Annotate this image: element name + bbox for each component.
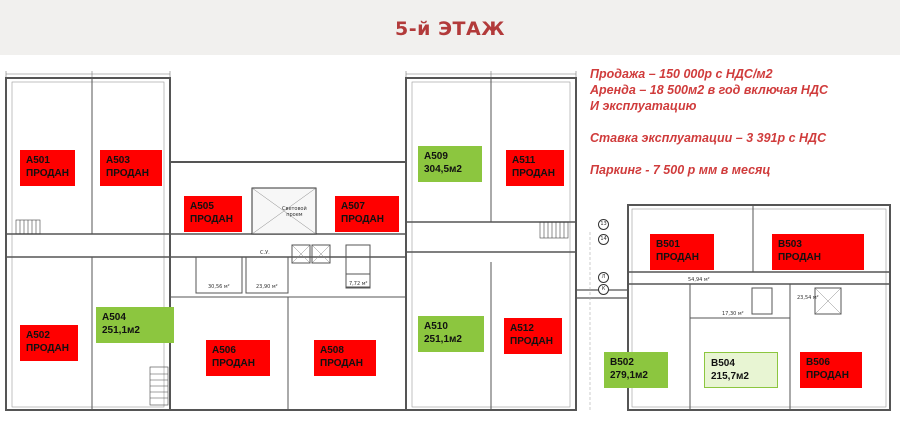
- unit-status: ПРОДАН: [806, 370, 849, 381]
- unit-name: A506: [212, 345, 236, 356]
- unit-a512[interactable]: A512 ПРОДАН: [504, 318, 562, 354]
- unit-name: A502: [26, 330, 50, 341]
- rent-includes-text: И эксплуатацию: [590, 99, 697, 113]
- unit-name: A512: [510, 323, 534, 334]
- axis-marker: К: [598, 284, 609, 295]
- light-void-label: Световой проем: [282, 206, 307, 218]
- unit-a502[interactable]: A502 ПРОДАН: [20, 325, 78, 361]
- unit-name: A509: [424, 151, 448, 162]
- parking-price-text: Паркинг - 7 500 р мм в месяц: [590, 163, 771, 177]
- unit-name: B506: [806, 357, 830, 368]
- unit-status: ПРОДАН: [341, 214, 384, 225]
- unit-name: A501: [26, 155, 50, 166]
- unit-status: ПРОДАН: [656, 252, 699, 263]
- unit-status: ПРОДАН: [212, 358, 255, 369]
- unit-a508[interactable]: A508 ПРОДАН: [314, 340, 376, 376]
- unit-status: ПРОДАН: [512, 168, 555, 179]
- room-area-label: 23,54 м²: [797, 295, 819, 301]
- unit-status: ПРОДАН: [106, 168, 149, 179]
- sale-price-text: Продажа – 150 000р с НДС/м2: [590, 67, 773, 81]
- room-area-label: 7,72 м²: [349, 281, 368, 287]
- unit-name: B501: [656, 239, 680, 250]
- room-area-label: 54,94 м²: [688, 277, 710, 283]
- unit-a505[interactable]: A505 ПРОДАН: [184, 196, 242, 232]
- unit-status: ПРОДАН: [510, 336, 553, 347]
- unit-name: A510: [424, 321, 448, 332]
- unit-status: ПРОДАН: [190, 214, 233, 225]
- unit-b506[interactable]: B506 ПРОДАН: [800, 352, 862, 388]
- axis-marker: Л: [598, 272, 609, 283]
- unit-name: B504: [711, 358, 735, 369]
- unit-status: ПРОДАН: [320, 358, 363, 369]
- unit-a503[interactable]: A503 ПРОДАН: [100, 150, 162, 186]
- room-area-label: 30,56 м²: [208, 284, 230, 290]
- unit-name: A504: [102, 312, 126, 323]
- unit-area: 251,1м2: [102, 325, 140, 336]
- service-rate-text: Ставка эксплуатации – 3 391р с НДС: [590, 131, 827, 145]
- unit-a501[interactable]: A501 ПРОДАН: [20, 150, 75, 186]
- unit-area: 304,5м2: [424, 164, 462, 175]
- unit-name: A505: [190, 201, 214, 212]
- unit-name: A507: [341, 201, 365, 212]
- unit-a510[interactable]: A510 251,1м2: [418, 316, 484, 352]
- unit-b501[interactable]: B501 ПРОДАН: [650, 234, 714, 270]
- unit-status: ПРОДАН: [26, 343, 69, 354]
- unit-name: A511: [512, 155, 536, 166]
- room-area-label: 17,30 м²: [722, 311, 744, 317]
- unit-b504[interactable]: B504 215,7м2: [704, 352, 778, 388]
- unit-b502[interactable]: B502 279,1м2: [604, 352, 668, 388]
- unit-status: ПРОДАН: [26, 168, 69, 179]
- header-band: [0, 0, 900, 55]
- unit-a509[interactable]: A509 304,5м2: [418, 146, 482, 182]
- room-area-label: 23,90 м²: [256, 284, 278, 290]
- unit-a504[interactable]: A504 251,1м2: [96, 307, 174, 343]
- axis-marker: 13: [598, 219, 609, 230]
- floor-plan-drawing: [5, 71, 891, 411]
- wc-label: С.У.: [260, 250, 270, 256]
- axis-marker: 14: [598, 234, 609, 245]
- unit-area: 279,1м2: [610, 370, 648, 381]
- unit-name: B502: [610, 357, 634, 368]
- b-wing-outline: [627, 204, 891, 411]
- pricing-info: Продажа – 150 000р с НДС/м2 Аренда – 18 …: [590, 66, 890, 178]
- unit-name: B503: [778, 239, 802, 250]
- unit-name: A508: [320, 345, 344, 356]
- page-title: 5-й ЭТАЖ: [395, 18, 505, 40]
- unit-area: 251,1м2: [424, 334, 462, 345]
- unit-name: A503: [106, 155, 130, 166]
- unit-b503[interactable]: B503 ПРОДАН: [772, 234, 864, 270]
- unit-status: ПРОДАН: [778, 252, 821, 263]
- floor-plan: Световой проем 30,56 м² 23,90 м² 7,72 м²…: [0, 62, 900, 433]
- unit-a506[interactable]: A506 ПРОДАН: [206, 340, 270, 376]
- rent-price-text: Аренда – 18 500м2 в год включая НДС: [590, 83, 829, 97]
- unit-area: 215,7м2: [711, 371, 749, 382]
- unit-a511[interactable]: A511 ПРОДАН: [506, 150, 564, 186]
- unit-a507[interactable]: A507 ПРОДАН: [335, 196, 399, 232]
